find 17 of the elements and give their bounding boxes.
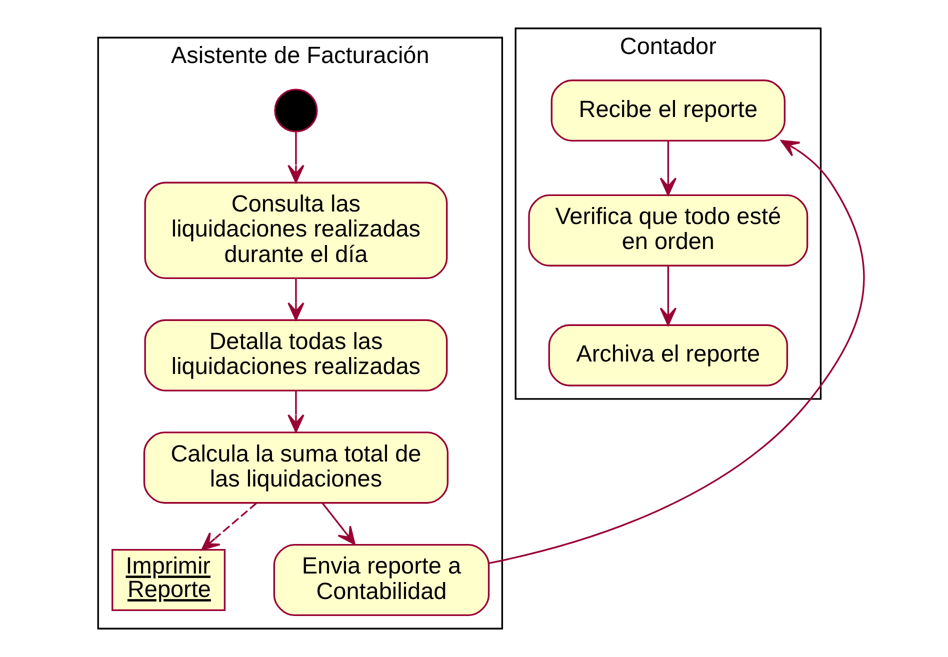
- node-box: Imprimir Reporte: [111, 548, 226, 611]
- arrow: [200, 502, 256, 550]
- arrow: [488, 140, 864, 564]
- arrow: [659, 141, 676, 196]
- node-box: Detalla todas las liquidaciones realizadas: [144, 319, 448, 392]
- node-box: Recibe el reporte: [550, 80, 786, 142]
- arrow: [287, 132, 304, 184]
- node-box: Calcula la suma total de las liquidaciones: [142, 432, 448, 504]
- node-circle: [274, 88, 318, 132]
- arrow: [321, 502, 355, 545]
- arrow: [659, 266, 676, 326]
- arrow: [287, 390, 304, 433]
- node-box: Archiva el reporte: [548, 324, 788, 386]
- arrow: [287, 278, 304, 321]
- node-box: Envia reporte a Contabilidad: [272, 544, 490, 616]
- node-box: Verifica que todo esté en orden: [528, 194, 808, 266]
- node-box: Consulta las liquidaciones realizadas durante el día: [144, 182, 448, 280]
